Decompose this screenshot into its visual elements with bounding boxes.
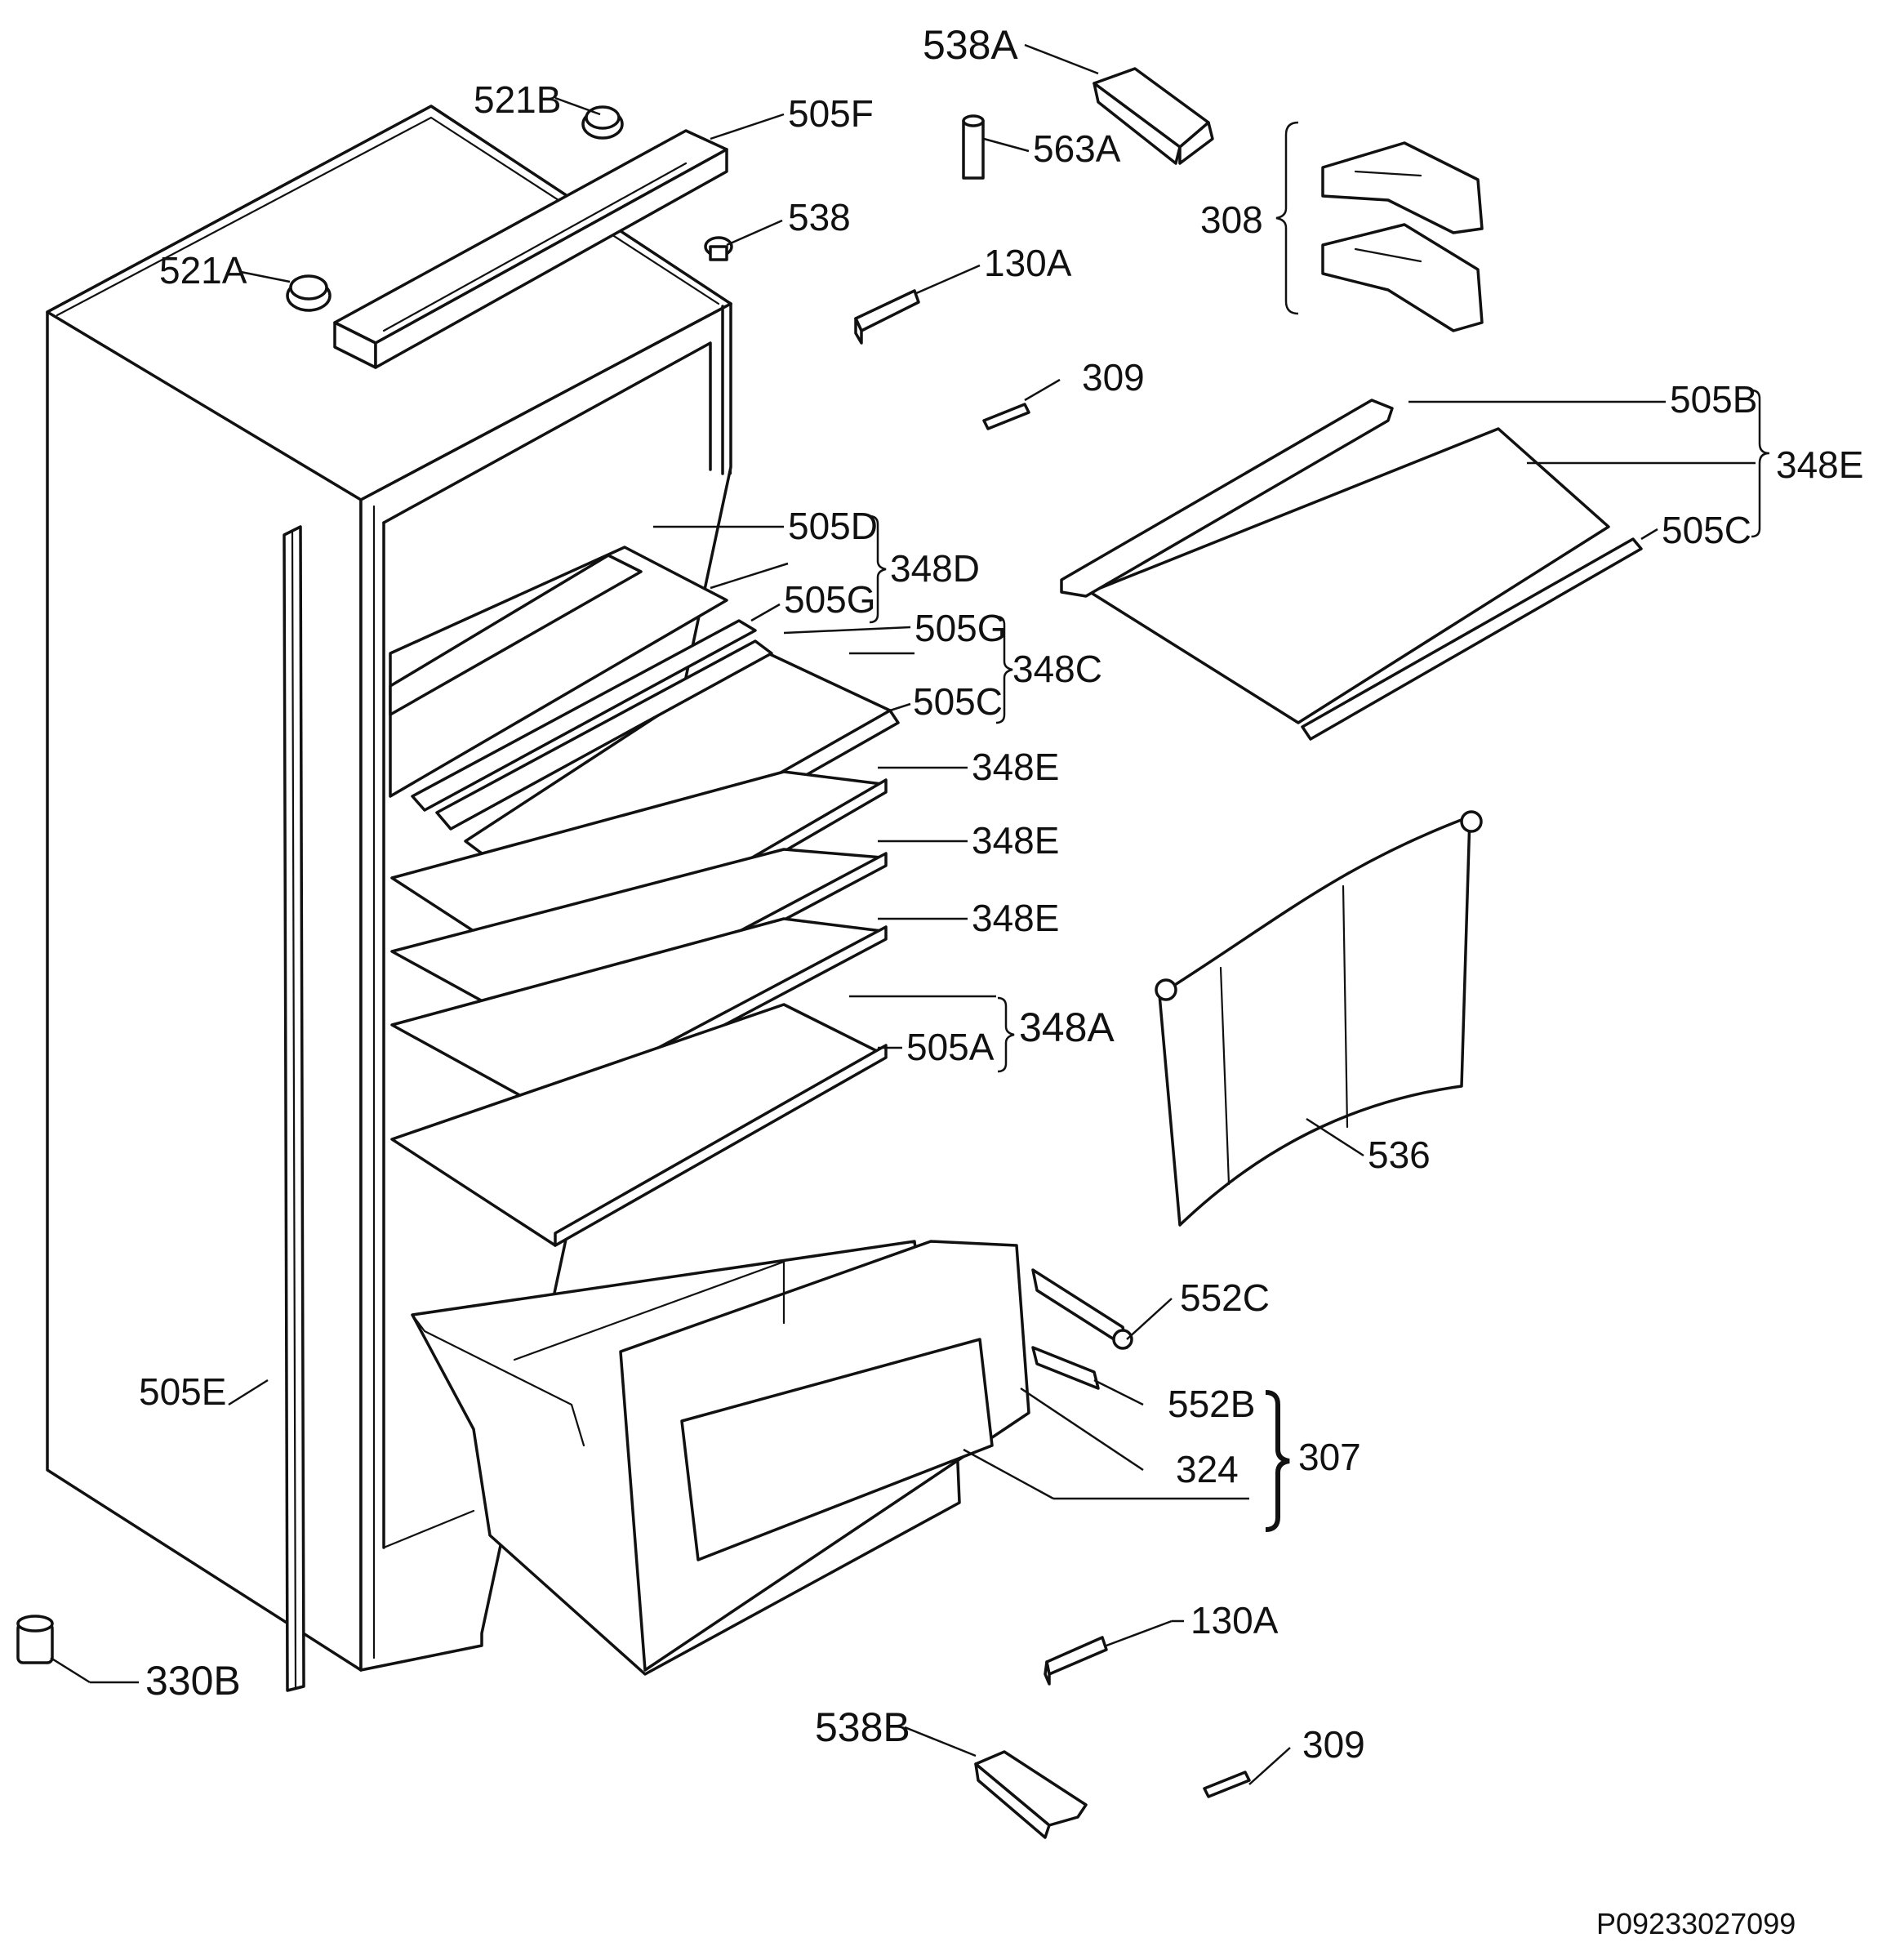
- label-505e: 505E: [139, 1370, 226, 1413]
- cover-cap-521a: [286, 274, 332, 312]
- label-309-bottom: [1203, 1771, 1251, 1798]
- label-348d: 348D: [890, 547, 980, 590]
- slide-rail-552b: [1031, 1346, 1100, 1390]
- label-348e-1: 348E: [972, 746, 1059, 788]
- label-348c: 348C: [1012, 648, 1102, 690]
- label-505b: 505B: [1670, 378, 1757, 421]
- label-521b: 521B: [474, 78, 561, 121]
- top-rail-505f: [333, 129, 728, 369]
- label-130a-bottom: 130A: [1190, 1599, 1279, 1642]
- label-348a: 348A: [1019, 1004, 1115, 1050]
- label-538: 538: [788, 196, 851, 238]
- label-505c-top: 505C: [1662, 509, 1751, 551]
- shelf-348a: [390, 1003, 888, 1247]
- label-130a-top: 130A: [984, 242, 1072, 284]
- label-563a: 563A: [1033, 127, 1121, 170]
- label-348e-3: 348E: [972, 897, 1059, 939]
- label-505g-2: 505G: [915, 607, 1007, 649]
- label-536: 536: [1368, 1134, 1431, 1176]
- door-shelf-536: [1155, 810, 1483, 1227]
- label-309-bottom: 309: [1302, 1723, 1365, 1766]
- part-labels: 538A 521B 505F 563A 308 538 521A 130A 30…: [139, 22, 1863, 1940]
- label-505c-mid: 505C: [913, 680, 1003, 723]
- label-324: 324: [1176, 1448, 1239, 1490]
- cover-cap-521b: [581, 105, 624, 140]
- label-552b: 552B: [1168, 1383, 1255, 1425]
- label-348e-2: 348E: [972, 819, 1059, 862]
- label-505f: 505F: [788, 92, 874, 135]
- bracket-130a-bottom: [1044, 1636, 1108, 1686]
- document-id: P09233027099: [1596, 1907, 1796, 1940]
- shelf-348e-large: [1060, 399, 1643, 741]
- label-309-top: 309: [1082, 356, 1145, 399]
- label-552c: 552C: [1180, 1276, 1270, 1319]
- leader-lines: [50, 43, 1756, 1785]
- pin-563a: [962, 114, 985, 180]
- hinge-pin-538: [704, 236, 733, 261]
- label-505a: 505A: [906, 1026, 995, 1068]
- label-505d: 505D: [788, 505, 878, 547]
- hinge-set-308: [1321, 141, 1484, 332]
- braces: [869, 121, 1770, 1532]
- label-309-top: [982, 403, 1030, 430]
- label-330b: 330B: [145, 1658, 241, 1704]
- label-538b: 538B: [815, 1704, 910, 1750]
- hinge-plate-538a: [1093, 67, 1214, 165]
- foot-330b: [16, 1615, 54, 1664]
- hinge-plate-538b: [974, 1750, 1088, 1839]
- label-521a: 521A: [159, 249, 247, 292]
- label-307: 307: [1298, 1436, 1361, 1478]
- slide-rail-552c: [1031, 1268, 1133, 1350]
- label-538a: 538A: [923, 22, 1018, 68]
- label-348e-top: 348E: [1776, 443, 1863, 486]
- label-505g-1: 505G: [784, 578, 876, 621]
- label-308: 308: [1200, 198, 1263, 241]
- shelf-348d: [389, 546, 728, 798]
- door-seal-505e: [283, 525, 305, 1692]
- bracket-130a-top: [854, 289, 920, 345]
- crisper-drawer-307: [411, 1240, 1030, 1676]
